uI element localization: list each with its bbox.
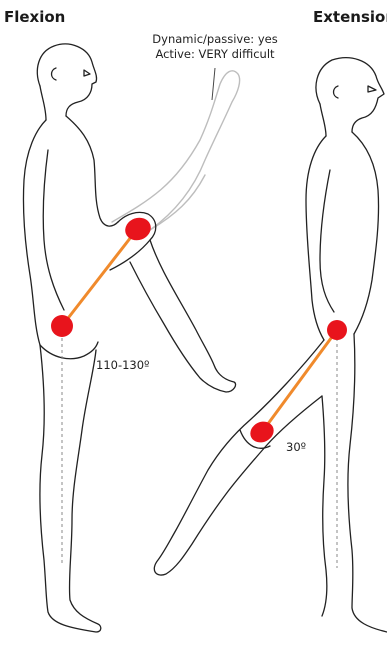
flexion-figure — [23, 44, 239, 632]
flexion-angle-label: 110-130º — [96, 358, 149, 372]
flexion-back — [23, 120, 46, 345]
extension-knee-marker — [247, 418, 277, 446]
extension-chest — [352, 132, 379, 334]
flexion-chest — [66, 116, 118, 226]
flexion-head — [37, 44, 96, 116]
extension-figure — [154, 58, 387, 632]
flexion-title: Flexion — [4, 8, 65, 26]
flexion-hip-marker — [51, 315, 73, 337]
extension-title: Extension — [313, 8, 387, 26]
flexion-knee-marker — [122, 214, 154, 244]
note-line-dynamic: Dynamic/passive: yes — [130, 32, 300, 47]
flexion-neck — [40, 86, 46, 120]
flexion-eye — [84, 70, 90, 76]
extension-standing-leg-back — [322, 396, 327, 616]
note-line-active: Active: VERY difficult — [130, 47, 300, 62]
ghost-leg-inner — [150, 175, 205, 230]
extension-hip-marker — [327, 320, 347, 340]
movement-note: Dynamic/passive: yes Active: VERY diffic… — [130, 32, 300, 62]
extension-head — [316, 58, 384, 132]
flexion-ear — [52, 68, 57, 80]
note-leader-line — [212, 68, 215, 100]
extension-arm — [320, 170, 334, 312]
ghost-leg-outline — [112, 71, 240, 230]
extension-standing-leg — [348, 334, 387, 632]
extension-neck — [320, 104, 326, 136]
extension-back — [306, 136, 326, 340]
extension-ear — [334, 86, 339, 98]
flexion-femur-line — [62, 228, 138, 326]
flexion-arm — [43, 150, 64, 310]
extension-back-thigh — [154, 340, 324, 575]
extension-femur-line — [262, 330, 337, 432]
extension-eye — [368, 86, 376, 92]
flexion-buttock — [40, 342, 98, 359]
extension-angle-label: 30º — [286, 440, 306, 454]
flexion-standing-leg — [40, 345, 101, 632]
